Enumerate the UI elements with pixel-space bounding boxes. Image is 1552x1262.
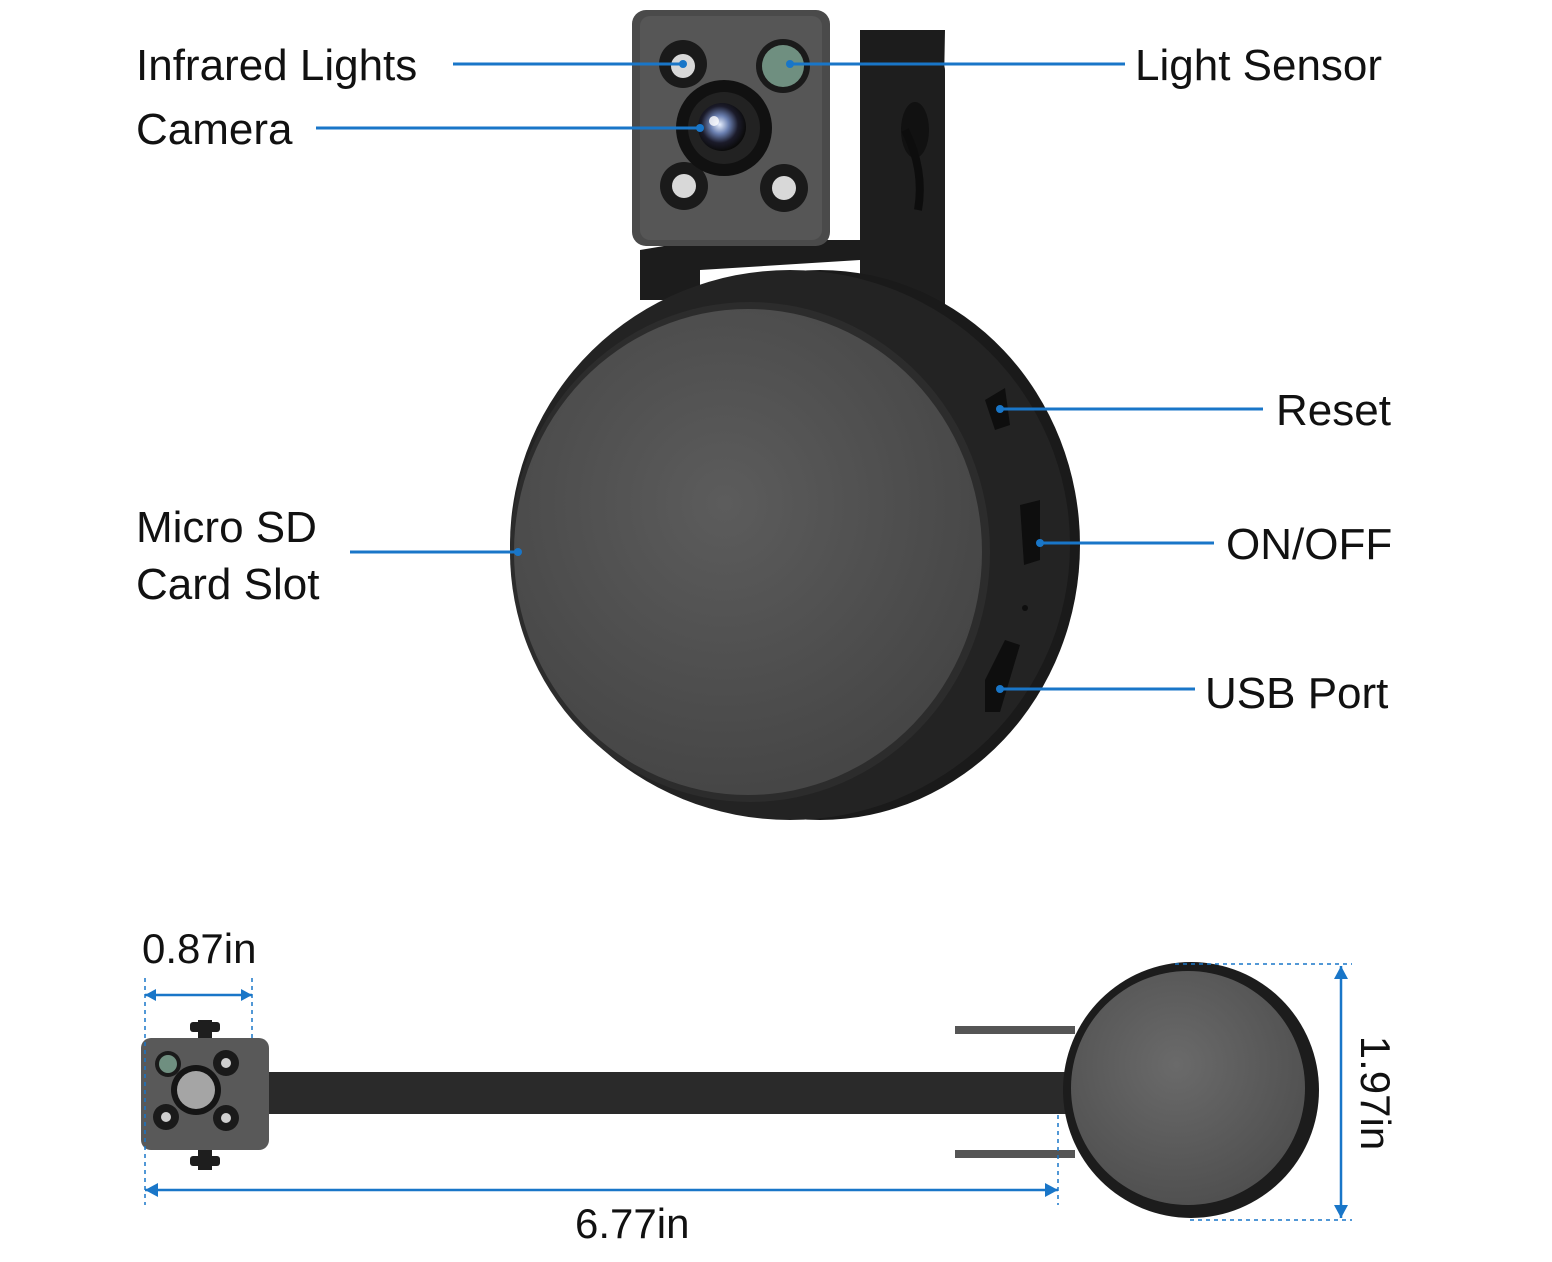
camera-lens-icon bbox=[676, 80, 772, 176]
light-sensor-icon bbox=[756, 39, 810, 93]
label-infrared-lights: Infrared Lights bbox=[136, 41, 418, 90]
label-reset: Reset bbox=[1276, 386, 1391, 435]
dimension-lines bbox=[145, 966, 1348, 1218]
label-camera: Camera bbox=[136, 105, 293, 154]
side-view-cable bbox=[262, 1026, 1082, 1158]
label-usb-port: USB Port bbox=[1205, 669, 1389, 718]
dimension-total-length: 6.77in bbox=[575, 1200, 690, 1247]
side-view-module bbox=[141, 1020, 269, 1170]
label-micro-sd-line2: Card Slot bbox=[136, 560, 320, 609]
label-light-sensor: Light Sensor bbox=[1135, 41, 1383, 90]
dimension-guides bbox=[144, 963, 1352, 1221]
label-on-off: ON/OFF bbox=[1226, 520, 1393, 569]
dimension-module-width: 0.87in bbox=[142, 925, 257, 972]
infrared-led-icon bbox=[659, 40, 808, 212]
callout-dots bbox=[514, 60, 1044, 693]
label-micro-sd-line1: Micro SD bbox=[136, 503, 317, 552]
dimension-body-height: 1.97in bbox=[1352, 1035, 1399, 1151]
side-view-disc bbox=[1063, 962, 1319, 1218]
main-body bbox=[510, 270, 1080, 820]
callout-lines bbox=[316, 62, 1263, 691]
